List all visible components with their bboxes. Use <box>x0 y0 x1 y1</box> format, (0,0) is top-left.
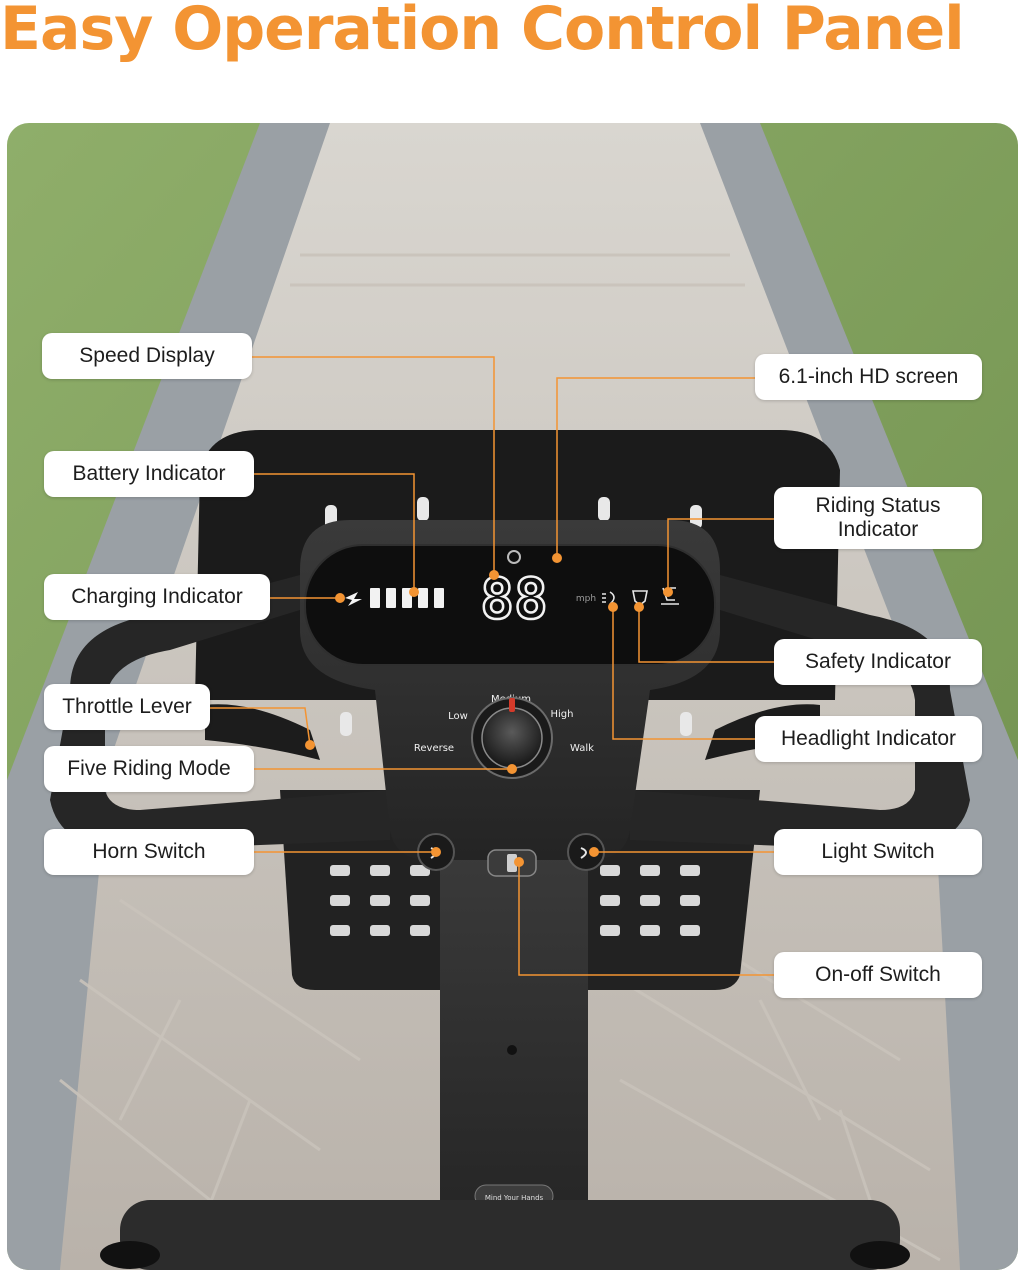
speed-display-callout: Speed Display <box>42 333 252 379</box>
safety-indicator-label: Safety Indicator <box>805 650 951 673</box>
horn-switch-label: Horn Switch <box>92 840 206 863</box>
riding-status-label-line2: Indicator <box>837 518 919 541</box>
mode-walk: Walk <box>570 743 594 754</box>
battery-indicator-callout: Battery Indicator <box>44 451 254 497</box>
knob-pointer <box>509 698 515 712</box>
throttle-lever-callout: Throttle Lever <box>44 684 210 730</box>
stem-label: Mind Your Hands <box>485 1194 544 1202</box>
headlight-indicator-callout: Headlight Indicator <box>755 716 982 762</box>
headlight-indicator-label: Headlight Indicator <box>780 727 957 750</box>
five-riding-mode-callout: Five Riding Mode <box>44 746 254 792</box>
mode-reverse: Reverse <box>414 743 454 754</box>
speed-unit: mph <box>576 594 596 604</box>
throttle-lever-label: Throttle Lever <box>62 695 192 718</box>
headlight-icon <box>602 591 615 605</box>
battery-indicator-label: Battery Indicator <box>72 462 226 485</box>
speed-display-label: Speed Display <box>79 344 215 367</box>
speed-digits: 88 <box>480 567 547 632</box>
light-icon <box>580 847 587 859</box>
charging-indicator-label: Charging Indicator <box>71 585 243 608</box>
battery-bars <box>370 588 444 608</box>
hd-screen-label: 6.1-inch HD screen <box>778 365 959 388</box>
safety-indicator-callout: Safety Indicator <box>774 639 982 685</box>
on-off-switch-callout: On-off Switch <box>774 952 982 998</box>
riding-status-callout: Riding Status Indicator <box>774 487 982 549</box>
page-title: Easy Operation Control Panel <box>0 0 965 64</box>
light-switch-label: Light Switch <box>821 840 935 863</box>
five-riding-mode-label: Five Riding Mode <box>67 757 231 780</box>
gear-icon <box>507 550 521 564</box>
charging-indicator-callout: Charging Indicator <box>44 574 270 620</box>
mode-high: High <box>551 709 574 720</box>
hd-screen-callout: 6.1-inch HD screen <box>755 354 982 400</box>
charging-bolt-icon <box>345 592 362 606</box>
riding-status-label-line1: Riding Status <box>815 494 941 517</box>
light-switch-callout: Light Switch <box>774 829 982 875</box>
horn-switch-callout: Horn Switch <box>44 829 254 875</box>
on-off-switch-label: On-off Switch <box>815 963 941 986</box>
mode-low: Low <box>448 711 468 722</box>
